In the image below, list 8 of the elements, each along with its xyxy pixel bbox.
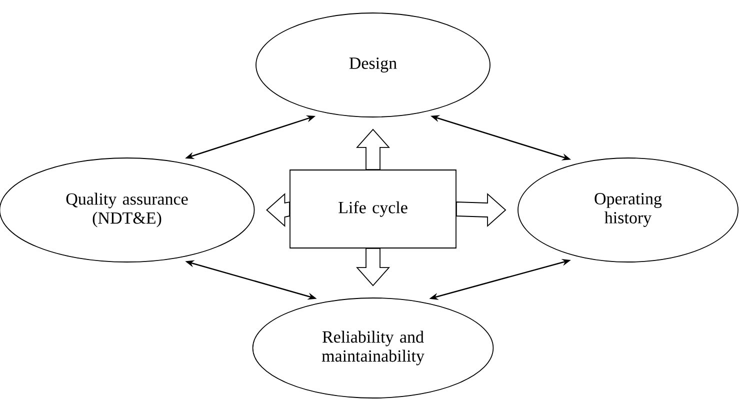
- block-arrow: [356, 248, 390, 286]
- ellipse-node: Design: [256, 12, 490, 118]
- ellipse-node: Operating history: [518, 158, 738, 262]
- process-box: Life cycle: [290, 170, 456, 248]
- block-arrow: [356, 128, 390, 170]
- ellipse-node: Reliability and maintainability: [252, 298, 494, 398]
- block-arrow: [266, 193, 290, 227]
- block-arrow: [456, 193, 506, 227]
